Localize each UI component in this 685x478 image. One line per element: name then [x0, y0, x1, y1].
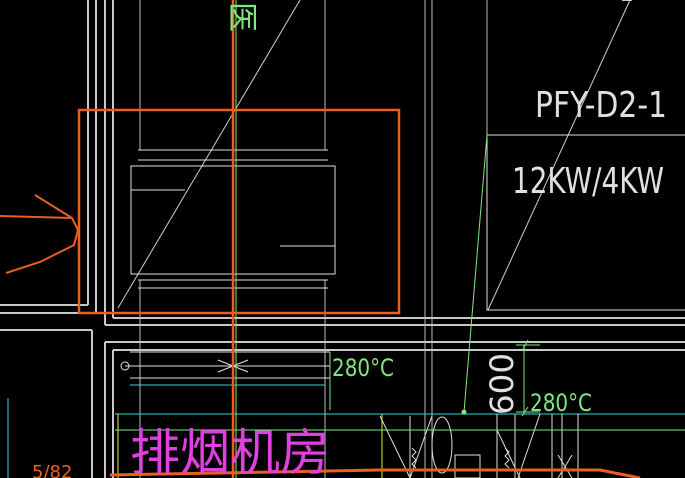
frame-body [486, 135, 685, 311]
dim-arrow-bottom [521, 406, 529, 417]
diagonals [117, 0, 631, 311]
lr-zigzag-a [411, 447, 417, 469]
lr-diag-b [409, 415, 433, 478]
pointer-arrow [0, 215, 80, 274]
lr-ellipse [431, 416, 453, 474]
lower-right-symbols [379, 413, 579, 478]
grid-lines [139, 0, 488, 478]
lr-diag-a [379, 415, 411, 478]
leader-line [463, 134, 488, 413]
power-rating-text: 12KW/4KW [512, 161, 664, 202]
annotations [115, 0, 685, 478]
lr-zigzag-b [504, 447, 510, 469]
pointer-arrow-head [34, 194, 73, 219]
highlight-box [77, 108, 401, 315]
equipment-frame [486, 134, 685, 311]
lr-diag-f [557, 454, 573, 478]
markup-highlight [0, 0, 641, 478]
dim-arrow-top [521, 339, 529, 352]
cyan-lines [7, 384, 685, 478]
right-shaft-diagonal [487, 0, 631, 311]
lr-diag-d [517, 413, 541, 478]
temp-label-right: 280°C [530, 389, 592, 417]
leader-dot [461, 409, 467, 415]
equipment-tag-text: PFY-D2-1 [535, 85, 667, 126]
highlight-bottom-line [109, 468, 641, 478]
corner-text: 5/82 [32, 462, 72, 478]
top-label-text: 医 [224, 2, 259, 32]
temp-label-left: 280°C [332, 354, 394, 382]
lower-duct [120, 351, 330, 379]
lr-box [454, 454, 481, 478]
room-label-text: 排烟机房 [130, 424, 330, 478]
dimension-text: 600 [483, 353, 521, 415]
shaft-diagonal [117, 0, 301, 309]
